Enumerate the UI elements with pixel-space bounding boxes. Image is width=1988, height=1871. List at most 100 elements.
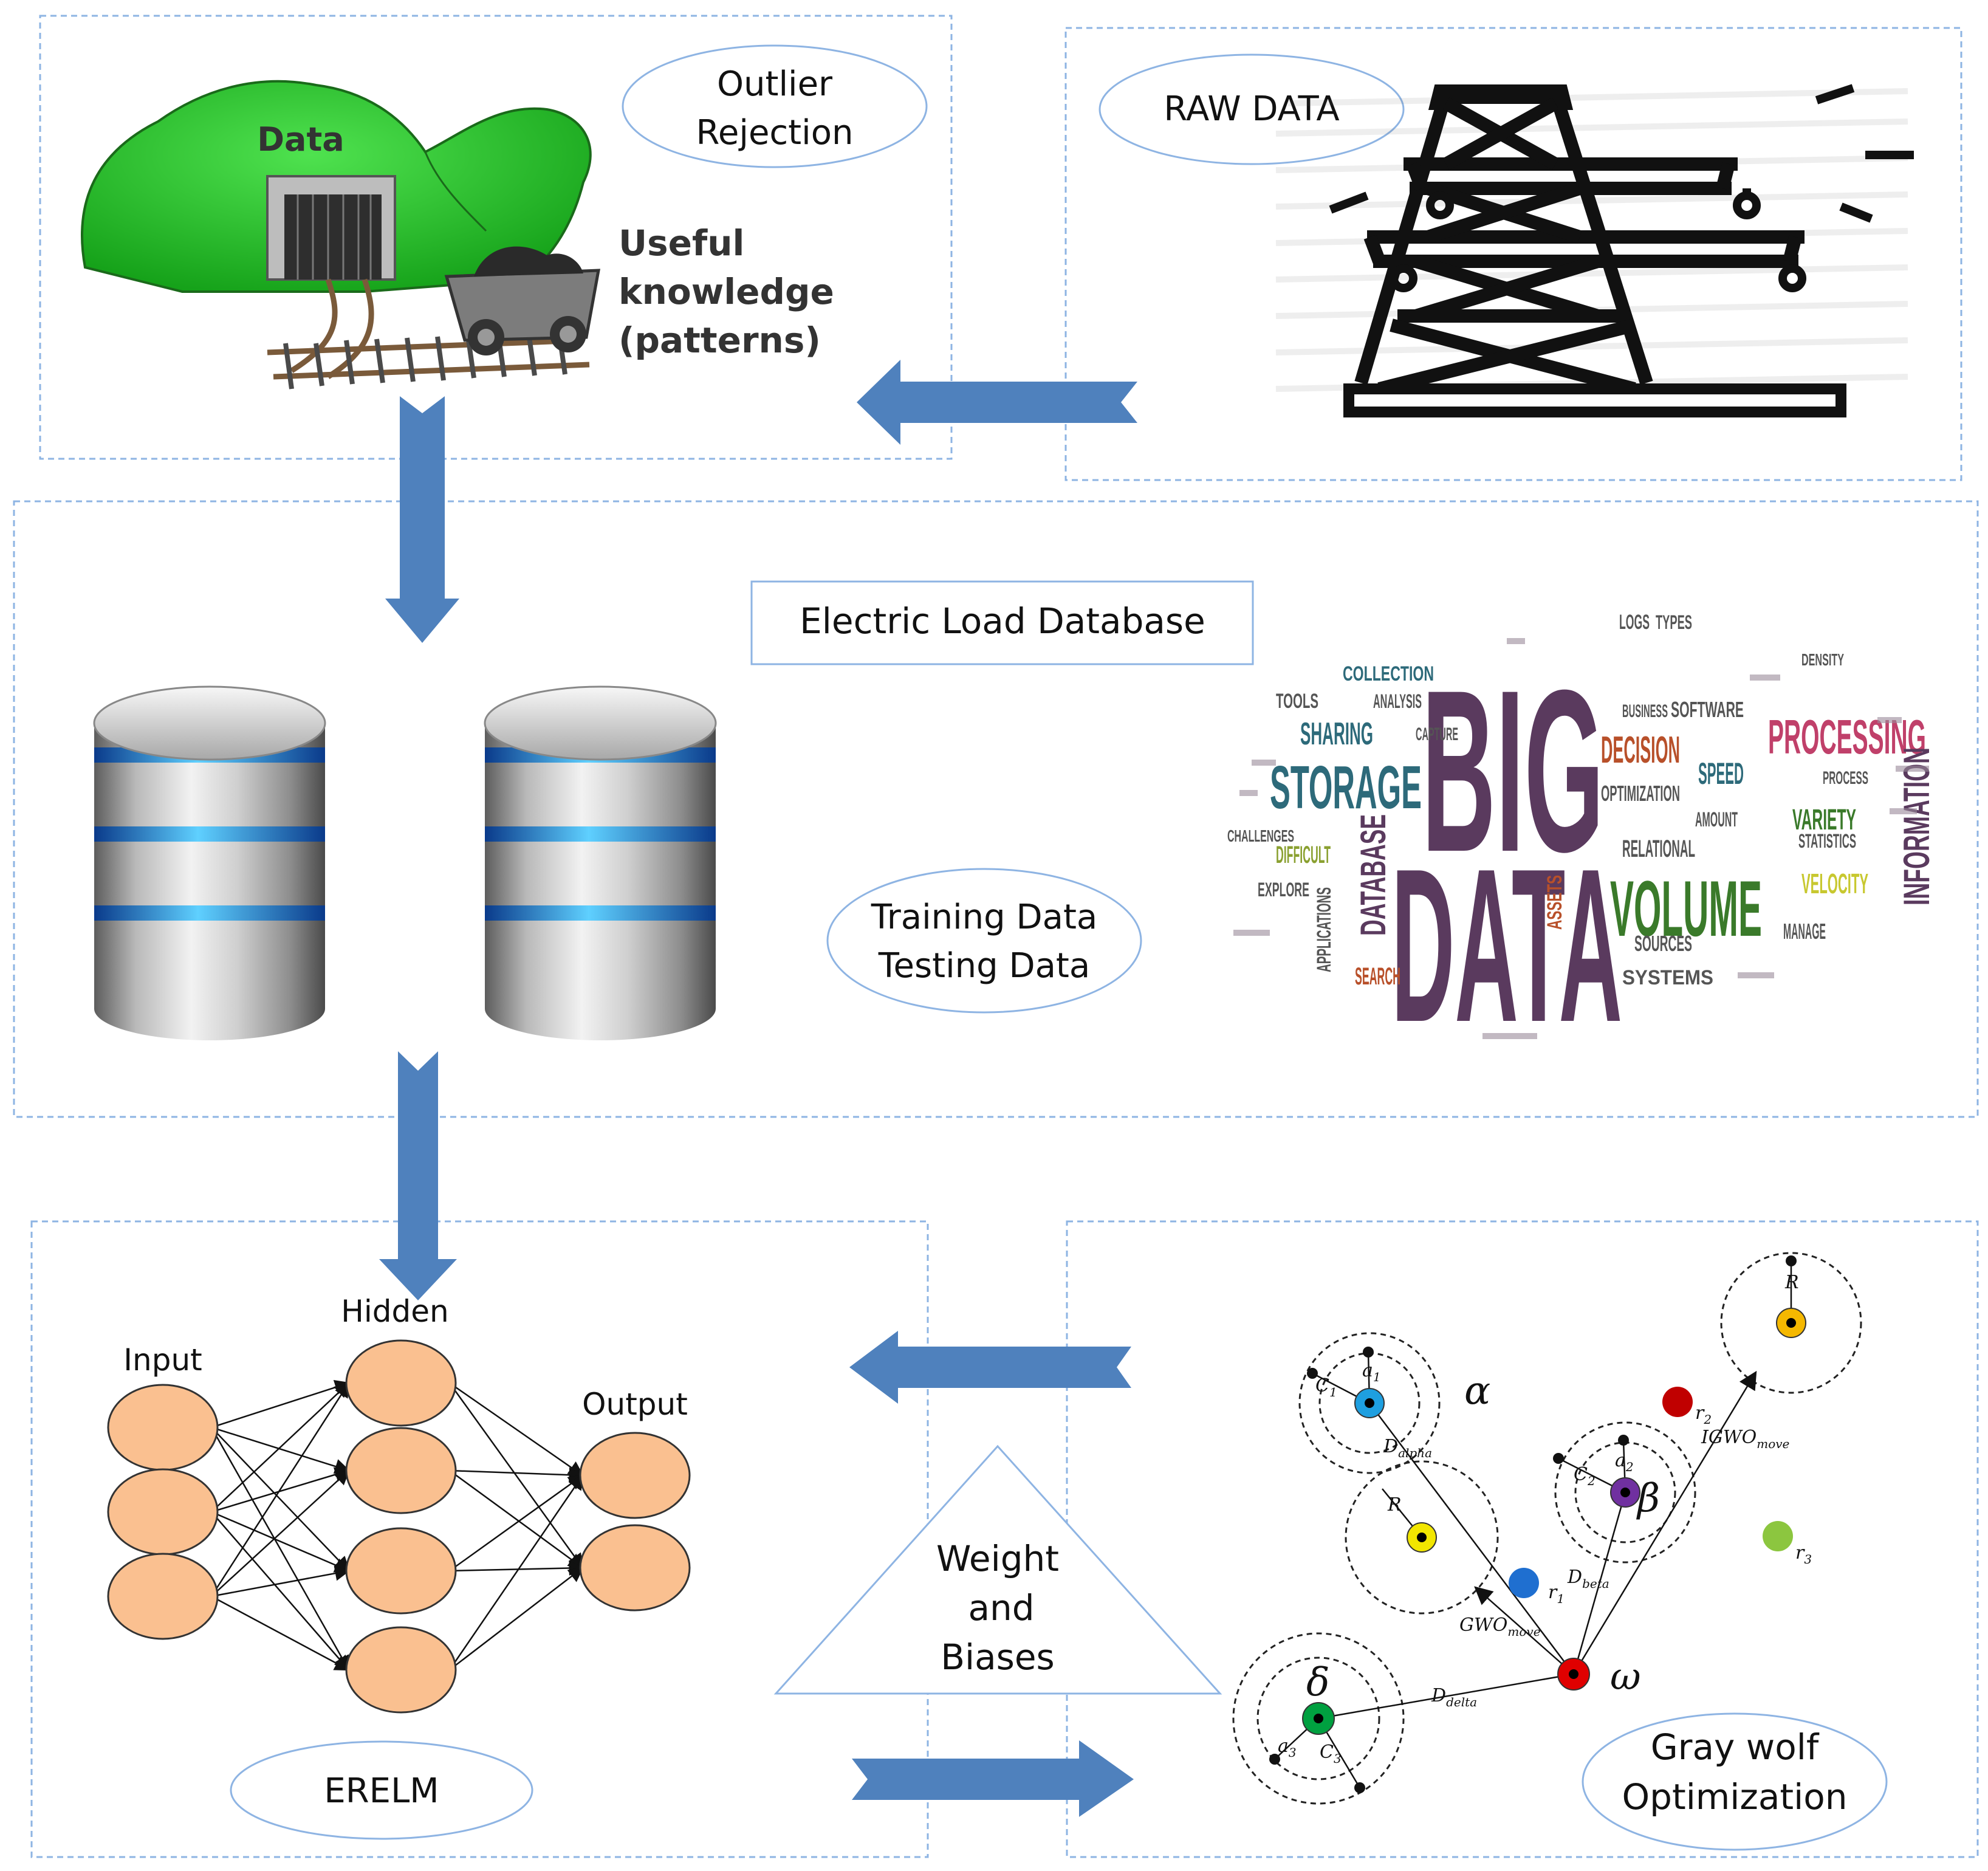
svg-text:VELOCITY: VELOCITY bbox=[1801, 868, 1868, 899]
svg-text:ANALYSIS: ANALYSIS bbox=[1373, 690, 1422, 712]
network-edge bbox=[449, 1467, 584, 1483]
network-connections bbox=[210, 1380, 584, 1672]
svg-text:Biases: Biases bbox=[941, 1636, 1055, 1678]
svg-text:MANAGE: MANAGE bbox=[1783, 919, 1826, 944]
panel-electric-load-database bbox=[13, 500, 1979, 1118]
svg-text:C1: C1 bbox=[1315, 1375, 1337, 1399]
database-cylinder-icon-right bbox=[484, 685, 717, 1040]
svg-text:GWOmove: GWOmove bbox=[1459, 1615, 1541, 1639]
svg-text:SPEED: SPEED bbox=[1698, 757, 1744, 791]
svg-text:VARIETY: VARIETY bbox=[1792, 804, 1856, 836]
svg-text:DATABASE: DATABASE bbox=[1354, 814, 1393, 936]
network-edge bbox=[449, 1567, 584, 1670]
svg-text:r2: r2 bbox=[1695, 1402, 1712, 1427]
svg-text:ASSETS: ASSETS bbox=[1543, 875, 1566, 930]
svg-text:Ddelta: Ddelta bbox=[1431, 1685, 1477, 1709]
hidden-layer-label: Hidden bbox=[341, 1294, 448, 1329]
hidden-node-2 bbox=[345, 1427, 457, 1514]
svg-text:SHARING: SHARING bbox=[1300, 716, 1373, 752]
network-edge bbox=[449, 1560, 584, 1576]
svg-text:knowledge: knowledge bbox=[619, 271, 834, 312]
svg-text:DATA: DATA bbox=[1391, 823, 1622, 1068]
input-layer-label: Input bbox=[123, 1342, 202, 1378]
svg-text:CHALLENGES: CHALLENGES bbox=[1227, 826, 1294, 845]
svg-text:SOURCES: SOURCES bbox=[1634, 931, 1692, 956]
svg-text:STATISTICS: STATISTICS bbox=[1798, 830, 1856, 852]
raw-data-ellipse: RAW DATA bbox=[1099, 53, 1405, 165]
svg-text:PROCESS: PROCESS bbox=[1823, 768, 1868, 788]
svg-text:VOLUME: VOLUME bbox=[1610, 864, 1762, 953]
alpha-label: α bbox=[1464, 1368, 1490, 1413]
hidden-node-3 bbox=[345, 1527, 457, 1615]
data-mine-illustration: Data bbox=[81, 80, 601, 390]
panel-raw-data bbox=[1064, 27, 1962, 481]
network-edge bbox=[211, 1595, 351, 1671]
svg-text:DENSITY: DENSITY bbox=[1801, 650, 1844, 669]
network-edge bbox=[210, 1381, 350, 1597]
network-edge bbox=[449, 1474, 584, 1572]
svg-text:AMOUNT: AMOUNT bbox=[1695, 808, 1738, 831]
output-node-2 bbox=[579, 1524, 691, 1612]
svg-text:INFORMATION: INFORMATION bbox=[1896, 747, 1937, 905]
svg-text:TYPES: TYPES bbox=[1656, 611, 1692, 633]
svg-text:SOFTWARE: SOFTWARE bbox=[1671, 697, 1744, 722]
raw-data-label: RAW DATA bbox=[1164, 89, 1339, 129]
random-point-r1 bbox=[1509, 1568, 1539, 1598]
svg-text:IGWOmove: IGWOmove bbox=[1701, 1427, 1789, 1451]
network-edge bbox=[211, 1511, 351, 1573]
erelm-network: Input Hidden Output bbox=[107, 1294, 691, 1714]
beta-label: β bbox=[1636, 1476, 1660, 1521]
panel-gray-wolf bbox=[1066, 1220, 1979, 1858]
svg-text:Training Data: Training Data bbox=[871, 898, 1097, 937]
network-edge bbox=[211, 1426, 351, 1474]
svg-text:R: R bbox=[1387, 1494, 1402, 1516]
hidden-node-1 bbox=[345, 1339, 457, 1427]
svg-text:SEARCH: SEARCH bbox=[1355, 963, 1400, 990]
network-edge bbox=[211, 1427, 350, 1572]
gray-wolf-position-diagram: α β δ ω C1 a1 C2 a2 a3 C3 Dalpha Dbeta D… bbox=[1232, 1252, 1862, 1805]
network-edge bbox=[211, 1382, 350, 1512]
svg-text:C2: C2 bbox=[1574, 1464, 1596, 1488]
big-data-word-cloud: BIG DATA STORAGE VOLUME PROCESSING DECIS… bbox=[1227, 611, 1937, 1068]
svg-text:R: R bbox=[1784, 1272, 1799, 1293]
database-title-box: Electric Load Database bbox=[750, 580, 1254, 665]
svg-text:Testing Data: Testing Data bbox=[878, 946, 1090, 986]
useful-knowledge-text: Useful knowledge (patterns) bbox=[619, 222, 834, 361]
random-point-r3 bbox=[1763, 1521, 1793, 1551]
network-edge bbox=[211, 1565, 351, 1598]
network-edge bbox=[211, 1511, 350, 1671]
svg-text:a1: a1 bbox=[1362, 1360, 1381, 1384]
panel-outlier-rejection bbox=[39, 15, 953, 460]
svg-text:SYSTEMS: SYSTEMS bbox=[1622, 966, 1713, 989]
network-edge bbox=[449, 1382, 584, 1477]
svg-text:Dbeta: Dbeta bbox=[1567, 1567, 1609, 1591]
svg-text:BUSINESS: BUSINESS bbox=[1622, 701, 1668, 721]
network-edge bbox=[211, 1469, 350, 1597]
svg-text:TOOLS: TOOLS bbox=[1276, 690, 1318, 713]
input-node-3 bbox=[107, 1553, 219, 1640]
network-edge bbox=[211, 1380, 351, 1429]
hidden-node-4 bbox=[345, 1626, 457, 1714]
mine-data-label: Data bbox=[257, 120, 344, 159]
svg-text:Outlier: Outlier bbox=[717, 64, 833, 104]
svg-text:DIFFICULT: DIFFICULT bbox=[1276, 842, 1331, 868]
network-edge bbox=[448, 1382, 584, 1570]
svg-text:Rejection: Rejection bbox=[696, 113, 854, 153]
output-node-1 bbox=[579, 1432, 691, 1519]
svg-text:Optimization: Optimization bbox=[1622, 1776, 1847, 1818]
network-edge bbox=[448, 1474, 584, 1670]
delta-label: δ bbox=[1306, 1660, 1330, 1705]
output-layer-label: Output bbox=[582, 1387, 688, 1422]
svg-text:CAPTURE: CAPTURE bbox=[1416, 724, 1458, 744]
arrow-gwo-to-erelm bbox=[849, 1331, 1131, 1404]
random-point-r2 bbox=[1662, 1387, 1693, 1417]
svg-text:C3: C3 bbox=[1320, 1742, 1342, 1766]
arrow-raw-to-outlier bbox=[857, 360, 1137, 445]
network-edge bbox=[210, 1427, 350, 1672]
svg-text:APPLICATIONS: APPLICATIONS bbox=[1313, 887, 1335, 972]
arrow-outlier-to-database bbox=[385, 396, 459, 643]
svg-text:RELATIONAL: RELATIONAL bbox=[1622, 836, 1695, 862]
arrow-erelm-to-gwo bbox=[852, 1740, 1134, 1817]
arrow-database-to-erelm bbox=[379, 1051, 457, 1300]
